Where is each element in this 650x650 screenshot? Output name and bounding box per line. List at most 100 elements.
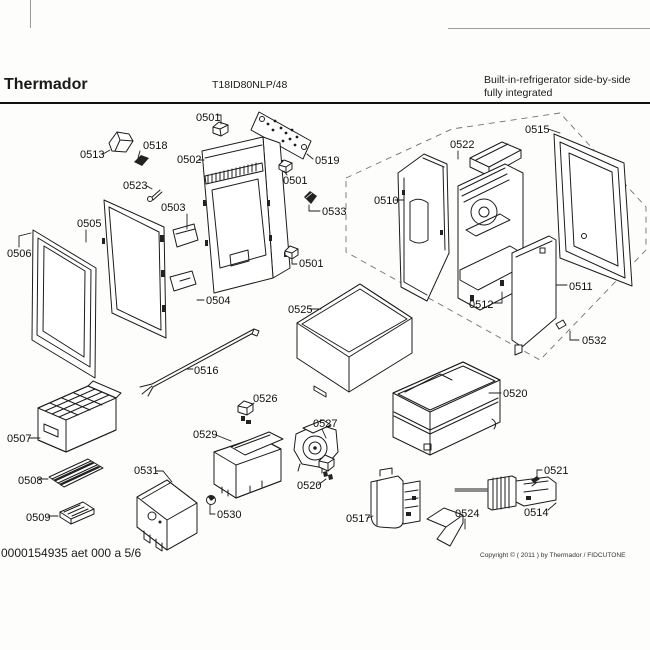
leader-0513 bbox=[102, 149, 111, 155]
part-label-0512: 0512 bbox=[469, 299, 493, 311]
part-0520-large-container bbox=[392, 361, 502, 456]
part-label-0519: 0519 bbox=[315, 155, 339, 167]
part-0509-small-tray bbox=[47, 501, 95, 525]
part-label-0525: 0525 bbox=[288, 304, 312, 316]
part-0521-screw bbox=[531, 469, 543, 487]
part-label-0523: 0523 bbox=[123, 180, 147, 192]
scan-artifact-vertical-line bbox=[30, 0, 31, 28]
part-0516-capillary-tube bbox=[139, 328, 260, 397]
document-reference: 0000154935 aet 000 a 5/6 bbox=[1, 546, 142, 560]
part-label-0513: 0513 bbox=[80, 149, 104, 161]
part-label-0520-a: 0520 bbox=[297, 480, 321, 492]
part-0526-relay bbox=[237, 400, 255, 424]
scan-artifact-horizontal-line bbox=[448, 28, 650, 29]
part-label-0505: 0505 bbox=[77, 218, 101, 230]
part-0529-tray-box bbox=[213, 431, 284, 499]
leader-0512 bbox=[491, 291, 503, 304]
part-label-0514: 0514 bbox=[524, 507, 548, 519]
part-0507-ice-drawer bbox=[28, 380, 122, 453]
part-label-0518: 0518 bbox=[143, 140, 167, 152]
part-label-0517: 0517 bbox=[346, 513, 370, 525]
part-label-0527: 0527 bbox=[313, 418, 337, 430]
leader-0530 bbox=[209, 504, 216, 515]
part-0501-clamp-middle bbox=[278, 159, 293, 176]
part-0523-screw bbox=[146, 185, 163, 202]
leader-0515 bbox=[547, 128, 561, 134]
part-0518-clip bbox=[134, 150, 149, 166]
leader-0519 bbox=[306, 153, 314, 160]
leader-0532 bbox=[569, 330, 580, 341]
part-label-0531: 0531 bbox=[134, 465, 158, 477]
part-label-0510: 0510 bbox=[374, 195, 398, 207]
part-label-0530: 0530 bbox=[217, 509, 241, 521]
part-label-0503: 0503 bbox=[161, 202, 185, 214]
part-0513-knob bbox=[102, 131, 134, 155]
part-0502-front-panel bbox=[198, 136, 291, 294]
leader-0506 bbox=[18, 232, 32, 248]
brand-logo-text: Thermador bbox=[4, 76, 88, 93]
leader-0517 bbox=[366, 515, 374, 519]
part-label-0515: 0515 bbox=[525, 124, 549, 136]
leader-0527 bbox=[321, 428, 327, 439]
part-label-0504: 0504 bbox=[206, 295, 230, 307]
part-0525-container bbox=[296, 283, 413, 398]
part-label-0506: 0506 bbox=[7, 248, 31, 260]
part-0517-housing bbox=[366, 467, 421, 529]
part-0530-grommet bbox=[206, 495, 216, 515]
model-number: T18ID80NLP/48 bbox=[212, 79, 288, 91]
part-label-0524: 0524 bbox=[455, 508, 479, 520]
leader-0501c bbox=[291, 259, 298, 265]
copyright-notice: Copyright © ( 2011 ) by Thermador / FIDC… bbox=[480, 552, 626, 559]
part-0504-plate bbox=[169, 270, 205, 301]
part-label-0522: 0522 bbox=[450, 139, 474, 151]
part-label-0526: 0526 bbox=[253, 393, 277, 405]
part-0503-plate bbox=[172, 213, 199, 248]
part-0501-clamp-lower bbox=[284, 245, 299, 265]
leader-0518 bbox=[137, 150, 141, 159]
part-0511-divider-panel bbox=[511, 235, 568, 356]
product-description-line1: Built-in-refrigerator side-by-side bbox=[484, 74, 631, 86]
leader-0501b bbox=[283, 170, 288, 176]
product-description: Built-in-refrigerator side-by-side fully… bbox=[484, 74, 630, 100]
product-description-line2: fully integrated bbox=[484, 87, 553, 99]
part-0519-control-board bbox=[250, 111, 314, 160]
part-label-0502: 0502 bbox=[177, 154, 201, 166]
part-0505-door-panel bbox=[85, 199, 167, 339]
part-label-0529: 0529 bbox=[193, 429, 217, 441]
part-label-0501-a: 0501 bbox=[196, 112, 220, 124]
dashed-assembly-enclosure bbox=[345, 112, 647, 361]
leader-0523 bbox=[146, 185, 153, 190]
header-divider-rule bbox=[0, 102, 650, 104]
part-0514-timer-motor bbox=[454, 475, 557, 511]
part-0532-clip bbox=[555, 319, 580, 341]
leader-0533 bbox=[308, 204, 321, 212]
leader-0531 bbox=[155, 470, 173, 483]
part-0524-bracket bbox=[426, 507, 466, 547]
part-labels: 0501 0513 0518 0502 0523 0503 0505 0506 … bbox=[7, 112, 606, 525]
part-label-0501-b: 0501 bbox=[283, 175, 307, 187]
part-label-0516: 0516 bbox=[194, 365, 218, 377]
part-0520-solenoid bbox=[317, 454, 335, 486]
part-0508-grid-shelf bbox=[38, 458, 104, 488]
part-0510-air-duct bbox=[394, 153, 450, 302]
leader-0514 bbox=[547, 502, 557, 511]
leader-0520a bbox=[317, 478, 327, 486]
leader-0529 bbox=[215, 434, 232, 442]
part-label-0511: 0511 bbox=[569, 281, 593, 293]
part-label-0521: 0521 bbox=[544, 465, 568, 477]
part-label-0501-c: 0501 bbox=[299, 258, 323, 270]
part-0515-door-frame bbox=[547, 128, 633, 287]
part-label-0508: 0508 bbox=[18, 475, 42, 487]
part-label-0509: 0509 bbox=[26, 512, 50, 524]
part-label-0507: 0507 bbox=[7, 433, 31, 445]
leader-0521 bbox=[536, 469, 543, 478]
part-0533-fastener bbox=[304, 191, 321, 212]
part-0531-cover bbox=[136, 470, 198, 552]
part-0506-outer-frame bbox=[18, 229, 97, 379]
part-label-0520-b: 0520 bbox=[503, 388, 527, 400]
leader-0501a bbox=[216, 114, 222, 125]
part-label-0533: 0533 bbox=[322, 206, 346, 218]
leader-0526 bbox=[249, 402, 255, 407]
